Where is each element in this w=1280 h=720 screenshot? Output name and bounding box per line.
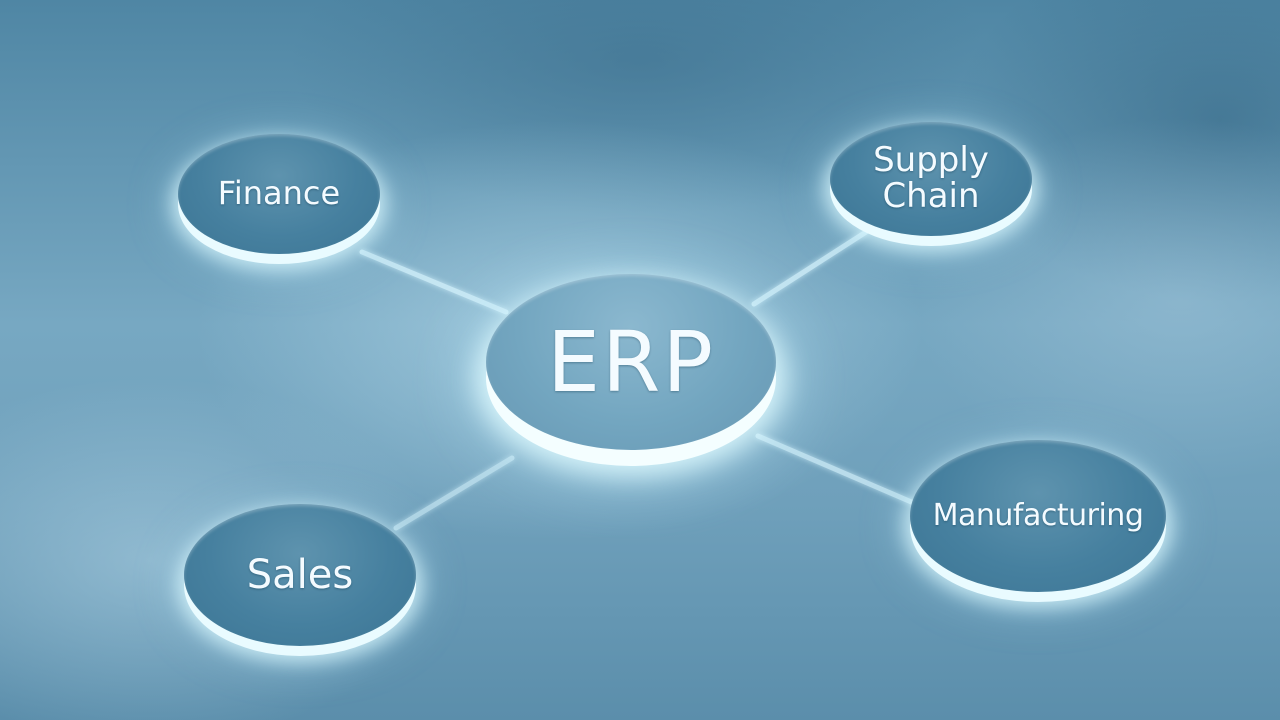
node-supply-chain: Supply Chain [830, 122, 1032, 246]
node-erp-label: ERP [546, 312, 716, 411]
node-sales: Sales [184, 504, 416, 656]
node-erp-hub: ERP [486, 274, 776, 466]
connector-supply [751, 229, 869, 307]
node-finance-face: Finance [178, 134, 380, 254]
node-manufacturing-label: Manufacturing [932, 498, 1144, 534]
connector-manufacturing [755, 433, 919, 507]
node-supply-chain-label: Supply Chain [873, 140, 989, 216]
node-manufacturing: Manufacturing [910, 440, 1166, 602]
connector-finance [359, 249, 509, 315]
connector-sales [393, 455, 515, 531]
node-erp-hub-face: ERP [486, 274, 776, 450]
node-finance-label: Finance [217, 174, 341, 213]
node-sales-face: Sales [184, 504, 416, 646]
node-finance: Finance [178, 134, 380, 264]
node-supply-chain-face: Supply Chain [830, 122, 1032, 236]
node-manufacturing-face: Manufacturing [910, 440, 1166, 592]
node-sales-label: Sales [246, 552, 354, 598]
